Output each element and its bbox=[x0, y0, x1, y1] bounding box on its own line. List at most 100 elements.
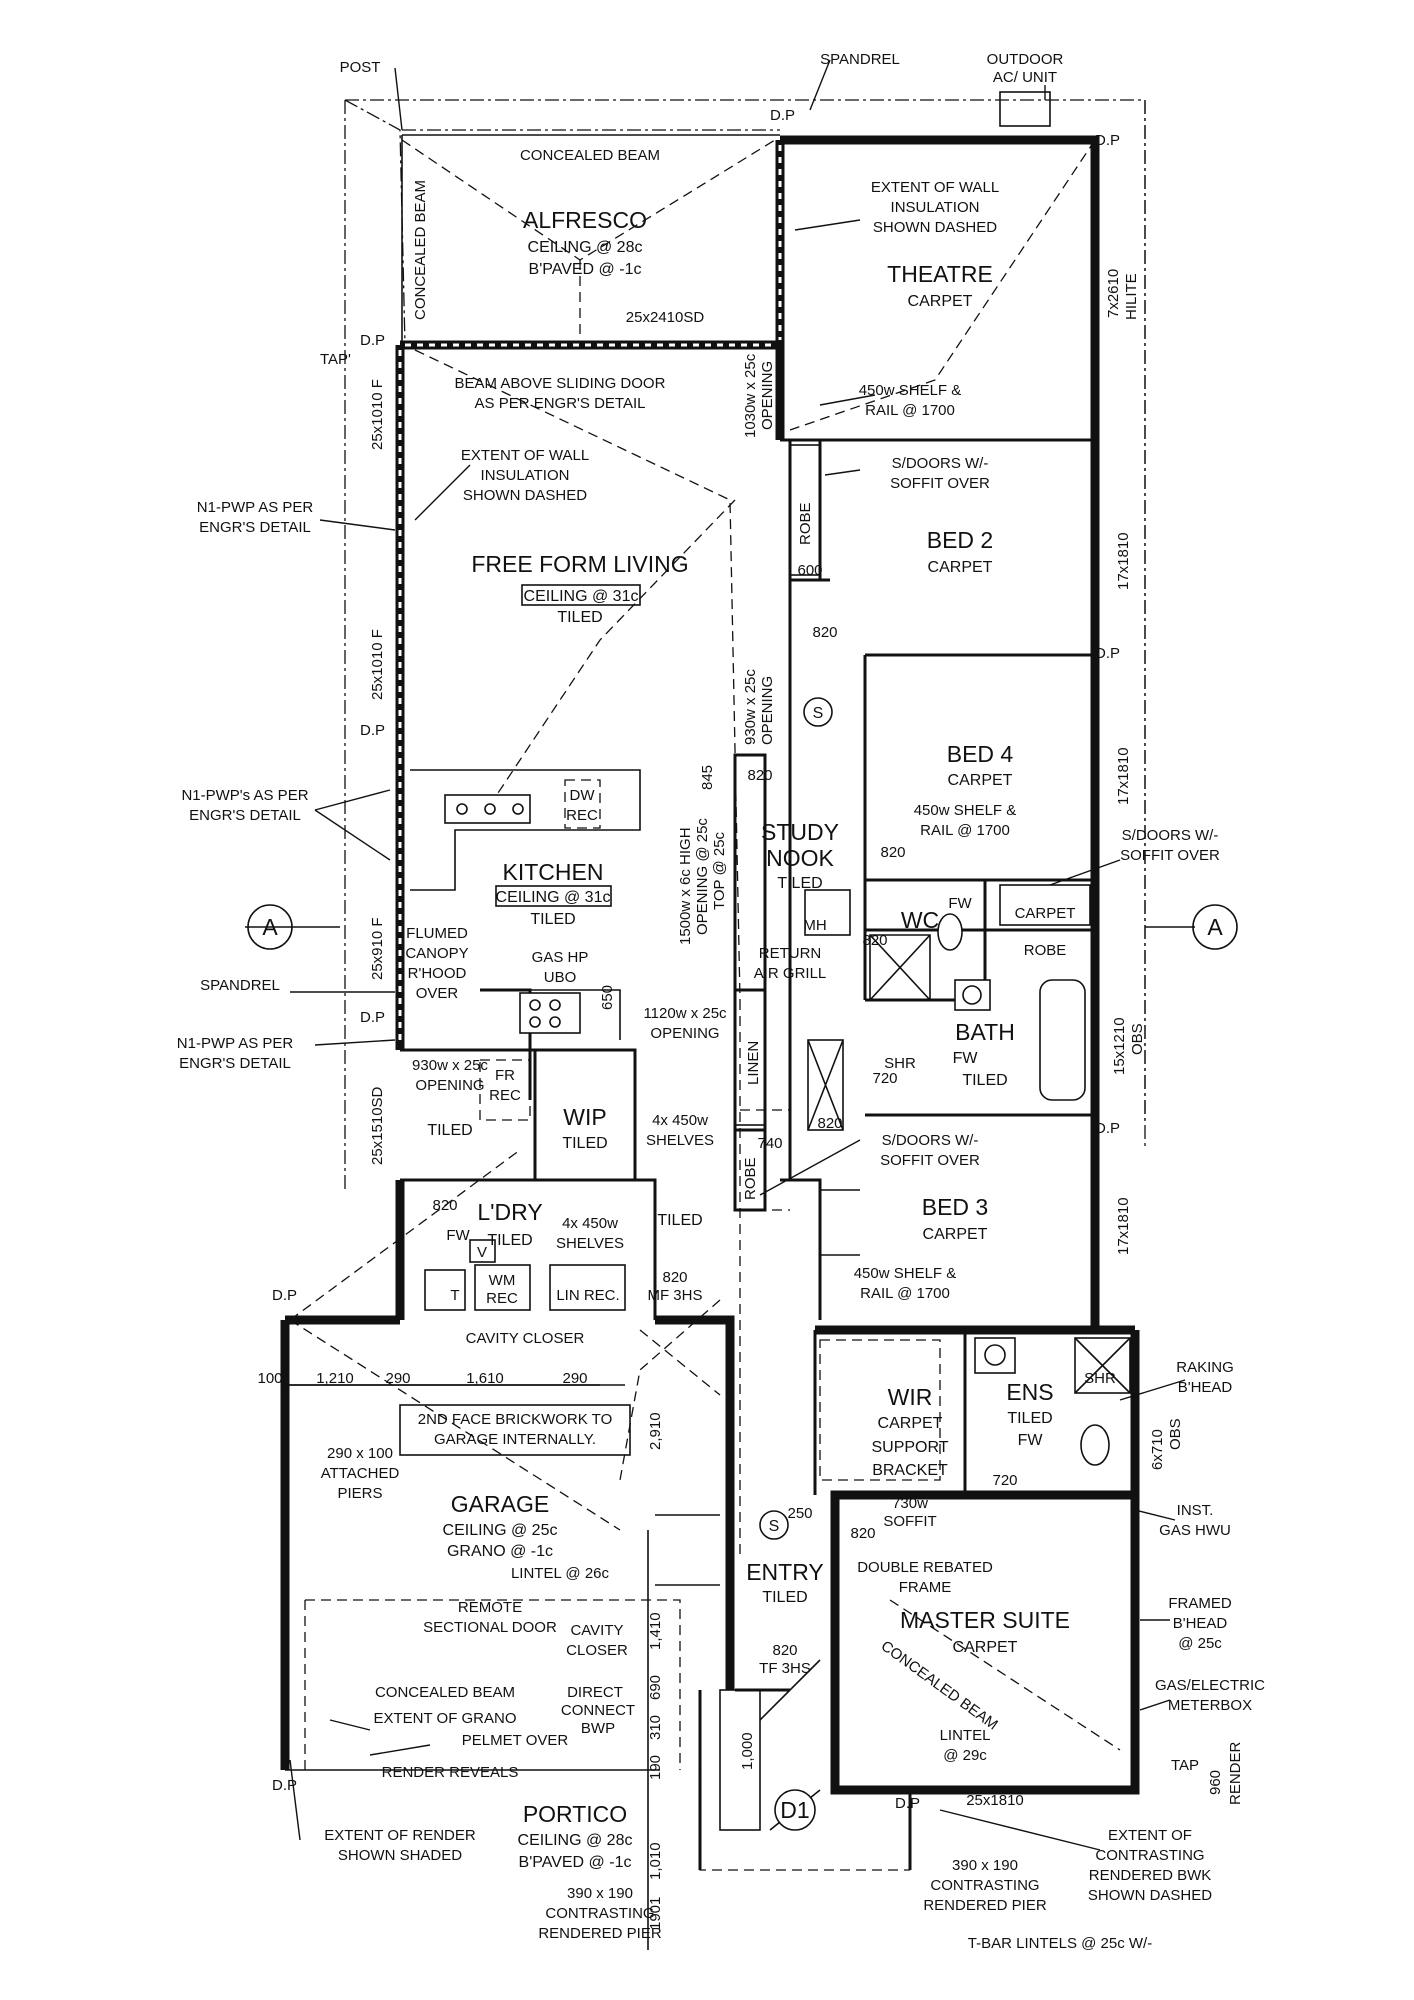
dim-1410: 1,410 bbox=[647, 1612, 664, 1650]
flumed-1: FLUMED bbox=[406, 925, 468, 942]
concealed-beam-side: CONCEALED BEAM bbox=[412, 180, 429, 320]
s-doors-1-a: S/DOORS W/- bbox=[892, 455, 989, 472]
robe-1: ROBE bbox=[797, 502, 814, 545]
win-17x1810-a: 17x1810 bbox=[1115, 532, 1132, 590]
double-rebated-1: DOUBLE REBATED bbox=[857, 1559, 993, 1576]
remote-door-1: REMOTE bbox=[458, 1599, 522, 1616]
dp-label-1: D.P bbox=[770, 107, 795, 124]
alfresco-name: ALFRESCO bbox=[523, 207, 647, 233]
extent-contrast-2: CONTRASTING bbox=[1095, 1847, 1204, 1864]
bed2-name: BED 2 bbox=[927, 527, 993, 553]
annotations: POST SPANDREL OUTDOOR AC/ UNIT D.P D.P D… bbox=[177, 51, 1265, 1952]
kitchen-benches bbox=[410, 769, 641, 1121]
piers-2: ATTACHED bbox=[321, 1465, 400, 1482]
render-960-2: RENDER bbox=[1227, 1741, 1244, 1805]
alfresco-ceiling: CEILING @ 28c bbox=[528, 239, 643, 256]
flumed-4: OVER bbox=[416, 985, 459, 1002]
theatre-floor: CARPET bbox=[908, 293, 973, 310]
shelf-bed4-1: 450w SHELF & bbox=[914, 802, 1017, 819]
framed-bhead-1: FRAMED bbox=[1168, 1595, 1232, 1612]
piers-3: PIERS bbox=[337, 1485, 382, 1502]
tiled-left: TILED bbox=[427, 1122, 472, 1139]
master-floor: CARPET bbox=[953, 1639, 1018, 1656]
dim-845: 845 bbox=[699, 765, 716, 790]
extent-render-2: SHOWN SHADED bbox=[338, 1847, 462, 1864]
s-doors-1-b: SOFFIT OVER bbox=[890, 475, 990, 492]
mh-label: MH bbox=[803, 917, 826, 934]
spandrel-top-label: SPANDREL bbox=[820, 51, 900, 68]
win-6x710: 6x710 bbox=[1149, 1429, 1166, 1470]
soffit-730-2: SOFFIT bbox=[883, 1513, 936, 1530]
dim-600: 600 bbox=[797, 562, 822, 579]
cavity-closer-top: CAVITY CLOSER bbox=[466, 1330, 585, 1347]
beam-above-2: AS PER ENGR'S DETAIL bbox=[475, 395, 646, 412]
beam-above-1: BEAM ABOVE SLIDING DOOR bbox=[455, 375, 666, 392]
kitchen-ceiling: CEILING @ 31c bbox=[496, 889, 611, 906]
shelf-theatre-2: RAIL @ 1700 bbox=[865, 402, 955, 419]
master-name: MASTER SUITE bbox=[900, 1607, 1070, 1633]
portico-name: PORTICO bbox=[523, 1801, 627, 1827]
dimensions: 600 820 820 845 820 820 650 720 820 740 … bbox=[257, 562, 1018, 1950]
dim-1010: 1,010 bbox=[647, 1842, 664, 1880]
concealed-beam-garage: CONCEALED BEAM bbox=[375, 1684, 515, 1701]
framed-bhead-3: @ 25c bbox=[1178, 1635, 1222, 1652]
direct-connect-1: DIRECT bbox=[567, 1684, 623, 1701]
lintel-29-2: @ 29c bbox=[943, 1747, 987, 1764]
s-doors-2-a: S/DOORS W/- bbox=[1122, 827, 1219, 844]
opening-1500-b: OPENING @ 25c bbox=[694, 818, 711, 935]
pelmet-over: PELMET OVER bbox=[462, 1732, 569, 1749]
shelf-bed4-2: RAIL @ 1700 bbox=[920, 822, 1010, 839]
garage-floor: GRANO @ -1c bbox=[447, 1543, 553, 1560]
theatre-name: THEATRE bbox=[887, 261, 993, 287]
portico-ceiling: CEILING @ 28c bbox=[518, 1832, 633, 1849]
n1-pwp-1-b: ENGR'S DETAIL bbox=[199, 519, 311, 536]
win-25x1510: 25x1510SD bbox=[369, 1086, 386, 1165]
dim-720-a: 720 bbox=[872, 1070, 897, 1087]
render-960-1: 960 bbox=[1207, 1770, 1224, 1795]
outdoor-ac-1: OUTDOOR bbox=[987, 51, 1064, 68]
shelf-bed3-2: RAIL @ 1700 bbox=[860, 1285, 950, 1302]
bed3-floor: CARPET bbox=[923, 1226, 988, 1243]
soffit-730-1: 730w bbox=[892, 1495, 928, 1512]
dim-820-c: 820 bbox=[880, 844, 905, 861]
framed-bhead-2: B'HEAD bbox=[1173, 1615, 1228, 1632]
bath-floor: TILED bbox=[962, 1072, 1007, 1089]
dim-820-a: 820 bbox=[812, 624, 837, 641]
hilite: HILITE bbox=[1123, 273, 1140, 320]
double-rebated-2: FRAME bbox=[899, 1579, 952, 1596]
smoke-icon-2: S bbox=[769, 1518, 780, 1535]
smoke-icon-1: S bbox=[813, 705, 824, 722]
dim-1210: 1,210 bbox=[316, 1370, 354, 1387]
raking-2: B'HEAD bbox=[1178, 1379, 1233, 1396]
dim-290-a: 290 bbox=[385, 1370, 410, 1387]
leader-lines bbox=[289, 59, 1186, 1851]
mf-3hs-b: MF 3HS bbox=[647, 1287, 702, 1304]
dim-820-d: 820 bbox=[862, 932, 887, 949]
extent-ins-2-a: EXTENT OF WALL bbox=[461, 447, 589, 464]
opening-1030-b: OPENING bbox=[759, 361, 776, 430]
bath-fw: FW bbox=[953, 1050, 979, 1067]
gas-meter-1: GAS/ELECTRIC bbox=[1155, 1677, 1265, 1694]
section-label-right: A bbox=[1207, 914, 1223, 940]
study-floor: TILED bbox=[777, 875, 822, 892]
extent-ins-2-c: SHOWN DASHED bbox=[463, 487, 587, 504]
cavity-closer-mid-2: CLOSER bbox=[566, 1642, 628, 1659]
laundry-fixtures bbox=[424, 1239, 626, 1311]
kitchen-name: KITCHEN bbox=[503, 859, 604, 885]
wip-name: WIP bbox=[563, 1104, 606, 1130]
living-floor: TILED bbox=[557, 609, 602, 626]
dim-820-e: 820 bbox=[817, 1115, 842, 1132]
win-25x1010-b: 25x1010 F bbox=[369, 629, 386, 700]
concealed-beam-top: CONCEALED BEAM bbox=[520, 147, 660, 164]
room-labels: ALFRESCO CEILING @ 28c B'PAVED @ -1c THE… bbox=[443, 207, 1070, 1871]
tiled-hall: TILED bbox=[657, 1212, 702, 1229]
gas-hp-1: GAS HP bbox=[532, 949, 589, 966]
shelf-bed3-1: 450w SHELF & bbox=[854, 1265, 957, 1282]
gas-hp-2: UBO bbox=[544, 969, 577, 986]
dp-label-5: D.P bbox=[360, 1009, 385, 1026]
dp-label-4: D.P bbox=[360, 722, 385, 739]
portico-details bbox=[699, 1659, 910, 1871]
remote-door-2: SECTIONAL DOOR bbox=[423, 1619, 557, 1636]
dim-1610: 1,610 bbox=[466, 1370, 504, 1387]
